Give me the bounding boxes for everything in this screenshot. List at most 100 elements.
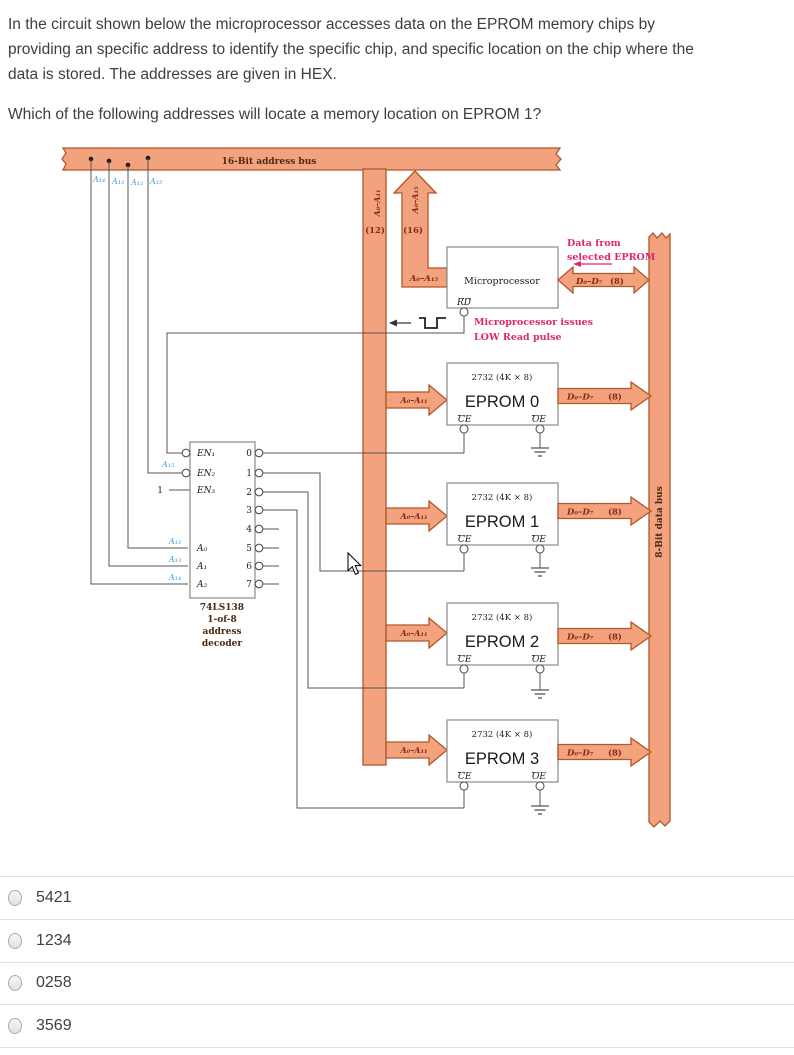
eprom2-ce-bubble xyxy=(459,664,469,674)
question-prompt: Which of the following addresses will lo… xyxy=(8,106,542,123)
decoder-box xyxy=(189,441,256,599)
addr-arrow-label: A₀–A₁₁ xyxy=(400,395,428,405)
eprom1-data-label: D₀–D₇ xyxy=(566,508,594,518)
addr-arrow-eprom0 xyxy=(385,383,449,417)
eprom3-ce: CE xyxy=(458,772,472,782)
en3-label: EN₃ xyxy=(196,486,215,496)
data-note-line1: Data from xyxy=(567,238,621,249)
eprom3-ce-bubble xyxy=(459,781,469,791)
data-bus-label: 8-Bit data bus xyxy=(655,486,665,557)
eprom0-data-count: (8) xyxy=(608,392,622,403)
rd-bubble xyxy=(459,307,469,317)
address-bus-label: 16-Bit address bus xyxy=(222,157,317,167)
decoder-output-bubble xyxy=(254,448,264,458)
en1-bubble xyxy=(181,448,191,458)
eprom3-oe-bubble xyxy=(535,781,545,791)
microprocessor-label: Microprocessor xyxy=(464,276,540,287)
eprom3-data-label: D₀–D₇ xyxy=(566,749,594,759)
en1-label: EN₁ xyxy=(196,449,215,459)
answer-option-2[interactable]: 1234 xyxy=(0,920,794,963)
eprom0-data-arrow xyxy=(557,380,653,412)
radio-button[interactable] xyxy=(8,889,22,906)
decoder-name-4: decoder xyxy=(202,639,243,649)
ground-symbol xyxy=(531,447,549,457)
en3-const: 1 xyxy=(157,486,163,496)
eprom1-name: EPROM 1 xyxy=(465,513,539,531)
decoder-a1-label: A₁ xyxy=(196,562,207,572)
rd-label: RD xyxy=(456,298,471,308)
data-note-arrowhead xyxy=(573,261,581,267)
eprom2-chip: 2732 (4K × 8) xyxy=(472,612,533,623)
eprom1-ce-bubble xyxy=(459,544,469,554)
wire-out3-ce3 xyxy=(263,509,464,809)
answer-label: 3569 xyxy=(36,1017,72,1035)
eprom1-data-arrow xyxy=(557,495,653,527)
decoder-out-1: 1 xyxy=(246,469,252,479)
a0-a15-shaft-label: A₀–A₁₅ xyxy=(410,186,420,214)
radio-button[interactable] xyxy=(8,975,22,992)
wire-a12 xyxy=(127,165,188,549)
radio-button[interactable] xyxy=(8,1018,22,1035)
answer-option-1[interactable]: 5421 xyxy=(0,876,794,920)
radio-button[interactable] xyxy=(8,932,22,949)
tap-label-a13: A₁₃ xyxy=(111,177,124,186)
a0-a11-count: (12) xyxy=(365,225,385,236)
eprom1-chip: 2732 (4K × 8) xyxy=(472,492,533,503)
answer-option-3[interactable]: 0258 xyxy=(0,963,794,1006)
circuit-diagram: 16-Bit address bus A₁₄ A₁₃ A₁₂ A₁₅ A₀–A₁… xyxy=(61,147,671,828)
question-line: In the circuit shown below the microproc… xyxy=(8,16,655,33)
answer-options: 5421 1234 0258 3569 xyxy=(0,876,794,1048)
question-line: data is stored. The addresses are given … xyxy=(8,66,337,83)
micro-data-count: (8) xyxy=(610,276,624,287)
micro-data-label: D₀–D₇ xyxy=(575,277,603,287)
decoder-a2-label: A₂ xyxy=(196,580,207,590)
eprom1-ce: CE xyxy=(458,535,472,545)
a2-line-label: A₁₄ xyxy=(168,573,181,582)
microprocessor-box xyxy=(446,246,559,309)
eprom1-oe-bubble xyxy=(535,544,545,554)
decoder-a0-label: A₀ xyxy=(196,544,207,554)
eprom0-chip: 2732 (4K × 8) xyxy=(472,372,533,383)
decoder-output-bubble xyxy=(254,468,264,478)
eprom0-ce: CE xyxy=(458,415,472,425)
addr-arrow-eprom2 xyxy=(385,616,449,650)
decoder-output-bubble xyxy=(254,579,264,589)
question-line: providing an specific address to identif… xyxy=(8,41,694,58)
tap-label-a15: A₁₅ xyxy=(149,177,163,186)
eprom2-ce: CE xyxy=(458,655,472,665)
eprom3-data-arrow xyxy=(557,736,653,768)
eprom2-data-arrow xyxy=(557,620,653,652)
wire-a14 xyxy=(90,159,188,585)
decoder-out-0: 0 xyxy=(246,449,252,459)
addr-arrow-label: A₀–A₁₁ xyxy=(400,511,428,521)
eprom0-ce-bubble xyxy=(459,424,469,434)
eprom0-oe: OE xyxy=(532,415,546,425)
en2-line-label: A₁₅ xyxy=(161,460,175,469)
ground-symbol xyxy=(531,805,549,815)
a0-a15-label: A₀–A₁₅ xyxy=(409,274,439,284)
eprom2-box xyxy=(446,602,559,666)
eprom2-data-label: D₀–D₇ xyxy=(566,633,594,643)
read-note-line2: LOW Read pulse xyxy=(474,332,562,343)
addr-arrow-label: A₀–A₁₁ xyxy=(400,628,428,638)
address-bus xyxy=(61,147,562,171)
decoder-out-3: 3 xyxy=(246,506,252,516)
eprom3-data-count: (8) xyxy=(608,748,622,759)
data-note-line2: selected EPROM xyxy=(567,252,656,263)
eprom3-oe: OE xyxy=(532,772,546,782)
en2-label: EN₂ xyxy=(196,469,215,479)
wire-out2-ce2 xyxy=(263,491,464,689)
answer-option-4[interactable]: 3569 xyxy=(0,1005,794,1048)
wire-a15 xyxy=(147,158,182,474)
eprom2-oe-bubble xyxy=(535,664,545,674)
eprom3-name: EPROM 3 xyxy=(465,750,539,768)
decoder-output-bubble xyxy=(254,524,264,534)
decoder-name-2: 1-of-8 xyxy=(207,615,237,625)
eprom1-data-count: (8) xyxy=(608,507,622,518)
wire-rd-to-en1 xyxy=(166,316,465,454)
wire-out1-ce1 xyxy=(263,472,464,572)
pulse-direction-arrowhead xyxy=(389,319,397,327)
tap-label-a14: A₁₄ xyxy=(92,175,105,184)
answer-label: 1234 xyxy=(36,931,72,949)
eprom0-name: EPROM 0 xyxy=(465,393,539,411)
